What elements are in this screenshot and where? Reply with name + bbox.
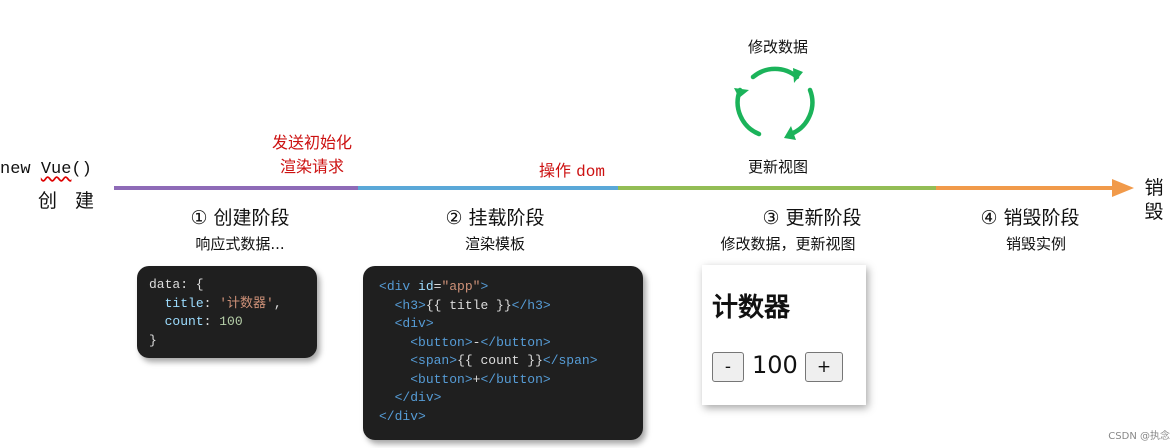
data-code-block: data: { title: '计数器', count: 100} [137, 266, 317, 358]
stage-mount-title: ② 挂载阶段 [445, 207, 545, 229]
increment-button[interactable]: + [805, 352, 843, 382]
stage-mount-subtitle: 渲染模板 [464, 235, 525, 253]
timeline-arrowhead [1112, 179, 1134, 197]
init-request-label: 发送初始化 渲染请求 [271, 133, 352, 176]
create-label: 创建 [38, 190, 113, 212]
template-code-block: <div id="app"> <h3>{{ title }}</h3> <div… [363, 266, 643, 440]
timeline-segment-update [618, 186, 936, 190]
stage-create-title: ① 创建阶段 [190, 207, 290, 229]
counter-title: 计数器 [712, 293, 791, 323]
counter-widget: 计数器 - 100 + [702, 265, 866, 405]
stage-create-subtitle: 响应式数据... [195, 235, 285, 253]
dom-operation-label: 操作 dom [539, 161, 605, 181]
modify-data-label: 修改数据 [747, 38, 808, 56]
destroy-end-label: 销毁 [1144, 177, 1164, 223]
watermark: CSDN @执念 [1108, 431, 1170, 442]
stage-update-title: ③ 更新阶段 [762, 207, 862, 229]
new-vue-label: new Vue() [0, 160, 92, 179]
counter-value: 100 [752, 351, 798, 379]
timeline-segment-mount [358, 186, 618, 190]
timeline-segment-create [114, 186, 358, 190]
stage-update-subtitle: 修改数据，更新视图 [720, 235, 856, 253]
refresh-cycle-icon [734, 66, 815, 140]
update-view-label: 更新视图 [747, 158, 808, 176]
stage-destroy-title: ④ 销毁阶段 [980, 207, 1080, 229]
timeline-segment-destroy [936, 186, 1116, 190]
decrement-button[interactable]: - [712, 352, 744, 382]
stage-destroy-subtitle: 销毁实例 [1005, 235, 1066, 253]
